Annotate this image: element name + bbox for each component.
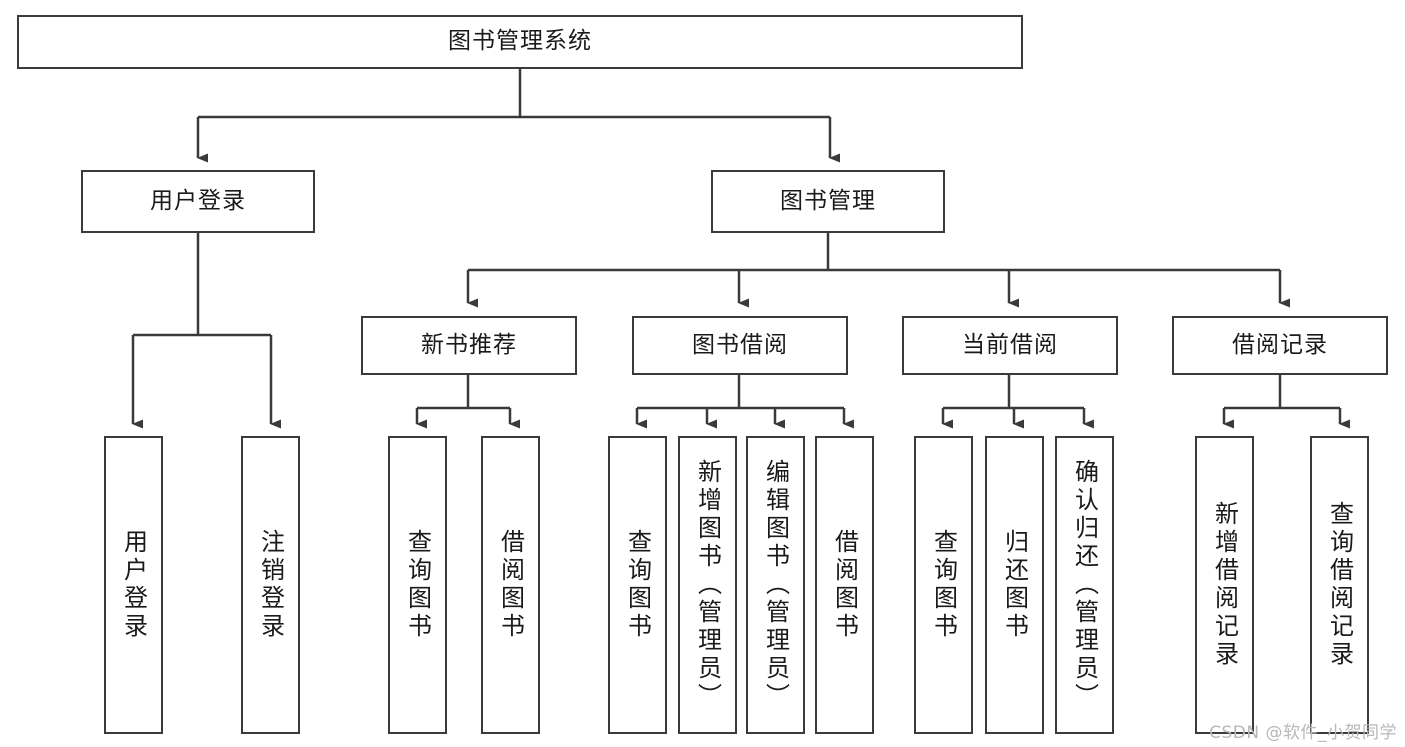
node-label: 图书借阅 (692, 331, 788, 358)
node-current-borrowing[interactable]: 当前借阅 (902, 316, 1118, 375)
node-label: 查询图书 (403, 529, 432, 641)
leaf-query-book-current[interactable]: 查询图书 (914, 436, 973, 734)
node-new-book-recommendation[interactable]: 新书推荐 (361, 316, 577, 375)
node-label: 用户登录 (150, 187, 246, 214)
node-book-management[interactable]: 图书管理 (711, 170, 945, 233)
node-label: 用户登录 (119, 529, 148, 641)
leaf-query-book-new[interactable]: 查询图书 (388, 436, 447, 734)
node-label: 注销登录 (256, 529, 285, 641)
node-label: 归还图书 (1000, 529, 1029, 641)
leaf-return-book[interactable]: 归还图书 (985, 436, 1044, 734)
node-label: 借阅记录 (1232, 331, 1328, 358)
leaf-user-login[interactable]: 用户登录 (104, 436, 163, 734)
node-book-borrowing[interactable]: 图书借阅 (632, 316, 848, 375)
node-label: 查询借阅记录 (1325, 501, 1354, 669)
leaf-logout[interactable]: 注销登录 (241, 436, 300, 734)
node-label: 当前借阅 (962, 331, 1058, 358)
leaf-query-book-borrow[interactable]: 查询图书 (608, 436, 667, 734)
leaf-add-book-admin[interactable]: 新增图书（管理员） (678, 436, 737, 734)
node-label: 图书管理 (780, 187, 876, 214)
leaf-query-borrow-record[interactable]: 查询借阅记录 (1310, 436, 1369, 734)
node-label: 编辑图书（管理员） (761, 459, 790, 711)
node-label: 新书推荐 (421, 331, 517, 358)
node-root-book-management-system[interactable]: 图书管理系统 (17, 15, 1023, 69)
node-label: 图书管理系统 (448, 28, 592, 55)
node-label: 借阅图书 (830, 529, 859, 641)
node-label: 借阅图书 (496, 529, 525, 641)
node-label: 新增图书（管理员） (693, 459, 722, 711)
node-label: 新增借阅记录 (1210, 501, 1239, 669)
leaf-borrow-book[interactable]: 借阅图书 (815, 436, 874, 734)
leaf-edit-book-admin[interactable]: 编辑图书（管理员） (746, 436, 805, 734)
node-user-login[interactable]: 用户登录 (81, 170, 315, 233)
node-borrowing-record[interactable]: 借阅记录 (1172, 316, 1388, 375)
leaf-confirm-return-admin[interactable]: 确认归还（管理员） (1055, 436, 1114, 734)
leaf-borrow-book-new[interactable]: 借阅图书 (481, 436, 540, 734)
node-label: 查询图书 (929, 529, 958, 641)
node-label: 确认归还（管理员） (1070, 459, 1099, 711)
leaf-add-borrow-record[interactable]: 新增借阅记录 (1195, 436, 1254, 734)
node-label: 查询图书 (623, 529, 652, 641)
